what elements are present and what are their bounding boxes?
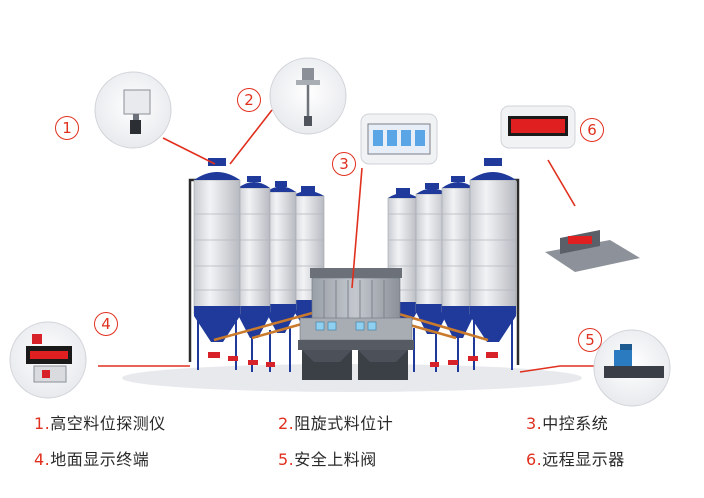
silo-left-3 bbox=[265, 181, 297, 333]
remote-display-icon bbox=[500, 105, 576, 149]
legend-label: 安全上料阀 bbox=[294, 450, 377, 469]
control-panel-icon bbox=[360, 113, 438, 165]
ground-terminal-icon bbox=[9, 321, 87, 399]
legend-item-3: 3.中控系统 bbox=[526, 410, 608, 434]
callout-lines bbox=[98, 109, 598, 373]
legend-item-5: 5.安全上料阀 bbox=[278, 446, 377, 470]
callout-1: 1 bbox=[55, 116, 79, 140]
silo-right-1 bbox=[469, 158, 517, 342]
callout-5: 5 bbox=[578, 328, 602, 352]
legend-number: 1. bbox=[34, 414, 51, 433]
legend-item-6: 6.远程显示器 bbox=[526, 446, 625, 470]
legend-number: 2. bbox=[278, 414, 295, 433]
silo-left-1 bbox=[193, 158, 241, 342]
silo-right-2 bbox=[441, 176, 475, 338]
legend-number: 3. bbox=[526, 414, 543, 433]
level-sensor-icon bbox=[94, 71, 172, 149]
legend-number: 4. bbox=[34, 450, 51, 469]
remote-display-base bbox=[545, 230, 640, 272]
legend-item-2: 2.阻旋式料位计 bbox=[278, 410, 393, 434]
legend-item-4: 4.地面显示终端 bbox=[34, 446, 149, 470]
rotary-level-switch-icon bbox=[269, 57, 347, 135]
legend-number: 6. bbox=[526, 450, 543, 469]
callout-3: 3 bbox=[332, 152, 356, 176]
legend-label: 中控系统 bbox=[542, 414, 609, 433]
legend-number: 5. bbox=[278, 450, 295, 469]
central-mixing-building bbox=[298, 268, 414, 380]
discharge-valves bbox=[208, 352, 498, 367]
legend-label: 高空料位探测仪 bbox=[50, 414, 166, 433]
callout-2: 2 bbox=[237, 88, 261, 112]
callout-4: 4 bbox=[94, 312, 118, 336]
silo-left-2 bbox=[237, 176, 271, 338]
legend-label: 远程显示器 bbox=[542, 450, 625, 469]
silo-bands bbox=[194, 213, 516, 291]
legend-label: 阻旋式料位计 bbox=[294, 414, 394, 433]
callout-6: 6 bbox=[580, 118, 604, 142]
safety-valve-icon bbox=[593, 329, 671, 407]
legend-label: 地面显示终端 bbox=[50, 450, 150, 469]
legend-item-1: 1.高空料位探测仪 bbox=[34, 410, 166, 434]
